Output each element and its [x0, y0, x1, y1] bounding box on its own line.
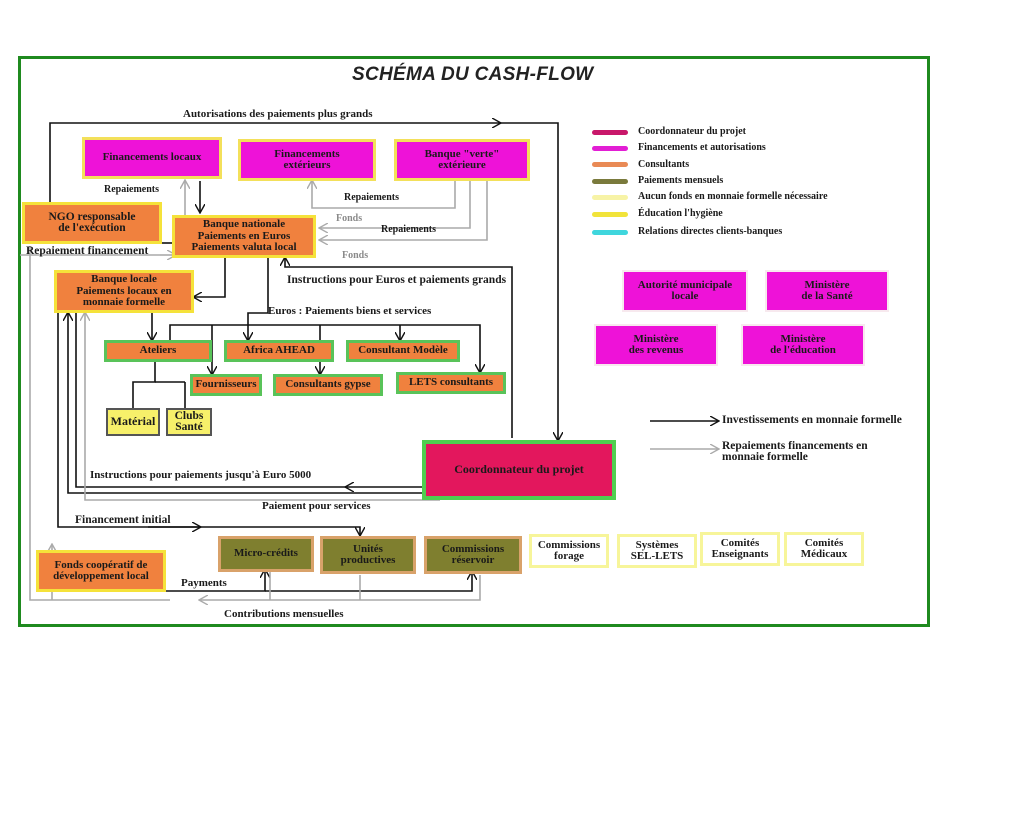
box-ngo: NGO responsable de l'exécution: [22, 202, 162, 244]
label-repaiement-financement: Repaiement financement: [26, 245, 149, 257]
box-fournisseurs: Fournisseurs: [190, 374, 262, 396]
legend-swatch: [592, 230, 628, 235]
box-ministere-education: Ministère de l'éducation: [741, 324, 865, 366]
label-repaiements-1: Repaiements: [104, 184, 159, 195]
legend-label: Relations directes clients-banques: [638, 226, 783, 237]
box-commissions-forage: Commissions forage: [529, 534, 609, 568]
box-materiel: Matérial: [106, 408, 160, 436]
label-fonds-2: Fonds: [342, 250, 369, 261]
box-ateliers: Ateliers: [104, 340, 212, 362]
box-micro-credits: Micro-crédits: [218, 536, 314, 572]
diagram-title: SCHÉMA DU CASH-FLOW: [352, 64, 594, 85]
label-fonds-1: Fonds: [336, 213, 363, 224]
label-autorisations: Autorisations des paiements plus grands: [183, 108, 373, 120]
legend-swatch: [592, 162, 628, 167]
label-euros-paiements: Euros : Paiements biens et services: [268, 305, 432, 317]
box-banque-nationale: Banque nationale Paiements en Euros Paie…: [172, 215, 316, 258]
box-clubs-sante: Clubs Santé: [166, 408, 212, 436]
legend-swatch: [592, 179, 628, 184]
legend-swatch: [592, 195, 628, 200]
label-repaiements-3: Repaiements: [381, 224, 436, 235]
box-fonds-cooperatif: Fonds coopératif de développement local: [36, 550, 166, 592]
box-comites-enseignants: Comités Enseignants: [700, 532, 780, 566]
box-lets-consultants: LETS consultants: [396, 372, 506, 394]
box-ministere-sante: Ministère de la Santé: [765, 270, 889, 312]
label-instructions-5000: Instructions pour paiements jusqu'à Euro…: [90, 469, 312, 481]
legend-label: Aucun fonds en monnaie formelle nécessai…: [638, 191, 828, 202]
legend-label: Financements et autorisations: [638, 142, 766, 153]
box-banque-locale: Banque locale Paiements locaux en monnai…: [54, 270, 194, 313]
box-financements-locaux: Financements locaux: [82, 137, 222, 179]
box-unites-productives: Unités productives: [320, 536, 416, 574]
box-comites-medicaux: Comités Médicaux: [784, 532, 864, 566]
box-ministere-revenus: Ministère des revenus: [594, 324, 718, 366]
diagram-frame: [18, 56, 930, 627]
legend-label: Paiements mensuels: [638, 175, 724, 186]
label-financement-initial: Financement initial: [75, 514, 171, 526]
arrow-legend-investissements: Investissements en monnaie formelle: [722, 414, 902, 426]
box-coordonnateur: Coordonnateur du projet: [422, 440, 616, 500]
label-contributions: Contributions mensuelles: [224, 608, 344, 620]
box-banque-verte: Banque "verte" extérieure: [394, 139, 530, 181]
arrow-legend-repaiements: Repaiements financements en monnaie form…: [722, 440, 868, 463]
legend-swatch: [592, 130, 628, 135]
legend-label: Éducation l'hygiène: [638, 208, 723, 219]
legend-label: Coordonnateur du projet: [638, 126, 746, 137]
label-repaiements-2: Repaiements: [344, 192, 399, 203]
box-consultants-gypse: Consultants gypse: [273, 374, 383, 396]
box-systemes-sel-lets: Systèmes SEL-LETS: [617, 534, 697, 568]
box-autorite-municipale: Autorité municipale locale: [622, 270, 748, 312]
box-commissions-reservoir: Commissions réservoir: [424, 536, 522, 574]
box-africa-ahead: Africa AHEAD: [224, 340, 334, 362]
label-instructions-euros: Instructions pour Euros et paiements gra…: [287, 274, 507, 286]
legend-swatch: [592, 146, 628, 151]
legend-swatch: [592, 212, 628, 217]
box-financements-exterieurs: Financements extérieurs: [238, 139, 376, 181]
label-paiement-services: Paiement pour services: [262, 500, 371, 512]
box-consultant-modele: Consultant Modèle: [346, 340, 460, 362]
label-payments: Payments: [181, 577, 227, 589]
legend-label: Consultants: [638, 159, 690, 170]
